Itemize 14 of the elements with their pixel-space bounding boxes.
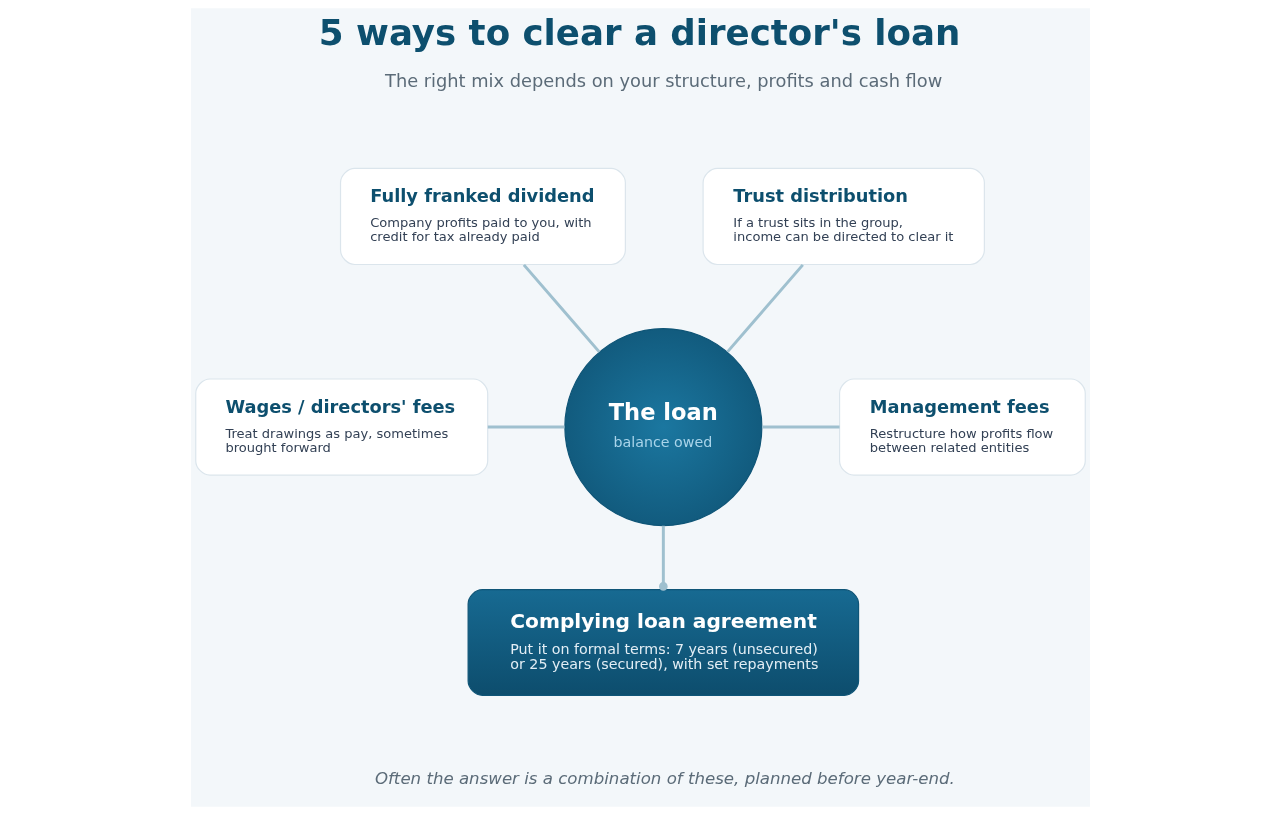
- caption: Often the answer is a combination of these, planned before year-end.: [374, 768, 955, 788]
- connector: [487, 425, 565, 429]
- node-box: Management fees Restructure how profits flow between related entities: [838, 378, 1086, 476]
- node-box: Complying loan agreement Put it on formal terms: 7 years (unsecured) or 25 years (secured), with set repayments: [467, 589, 859, 696]
- node-circle: The loan balance owed: [563, 328, 762, 527]
- node-box: Trust distribution If a trust sits in the group, income can be directed to clear it: [702, 167, 985, 266]
- connector: [522, 263, 600, 353]
- label: The right mix depends on your structure, profits and cash flow: [384, 70, 942, 92]
- connector: [658, 525, 668, 591]
- node-box: Fully franked dividend Company profits paid to you, with credit for tax already paid: [339, 167, 626, 266]
- connector: [761, 425, 840, 429]
- connector: [725, 263, 804, 353]
- diagram-title: 5 ways to clear a director's loan: [318, 11, 960, 53]
- node-box: Wages / directors' fees Treat drawings as pay, sometimes brought forward: [194, 378, 488, 476]
